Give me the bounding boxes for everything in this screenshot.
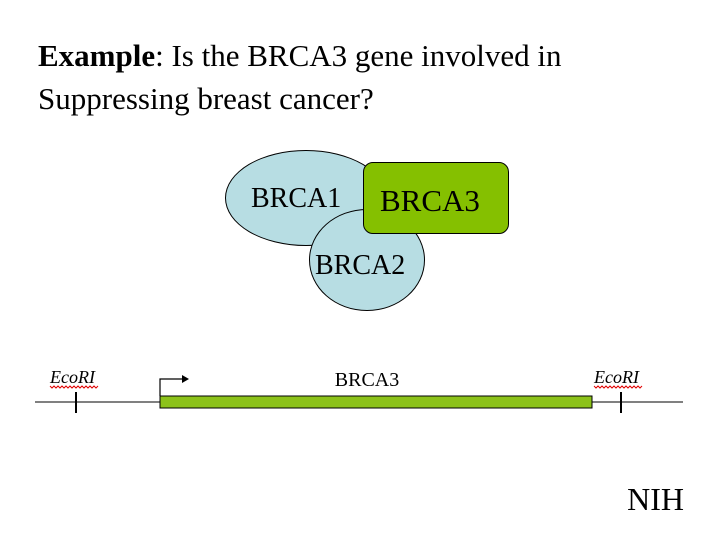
- left-spellcheck-underline: [49, 385, 99, 389]
- title-bold-word: Example: [38, 38, 156, 73]
- title-line2: Suppressing breast cancer?: [38, 81, 374, 116]
- left-ecori-label: EcoRI: [49, 367, 96, 387]
- right-ecori-label: EcoRI: [593, 367, 640, 387]
- brca3-box-label: BRCA3: [380, 183, 480, 218]
- gene-label: BRCA3: [335, 369, 399, 391]
- right-spellcheck-underline: [593, 385, 643, 389]
- title-line1-rest: : Is the BRCA3 gene involved in: [155, 38, 562, 73]
- nih-source-label: NIH: [627, 481, 684, 517]
- gene-map: EcoRI EcoRI BRCA3: [35, 367, 683, 413]
- brca2-label: BRCA2: [315, 250, 406, 281]
- gene-bar: [159, 395, 593, 409]
- slide-title: Example: Is the BRCA3 gene involved in S…: [38, 34, 688, 120]
- brca3-box: [363, 162, 509, 234]
- brca1-label: BRCA1: [251, 183, 342, 214]
- promoter-arrow-icon: [159, 375, 189, 396]
